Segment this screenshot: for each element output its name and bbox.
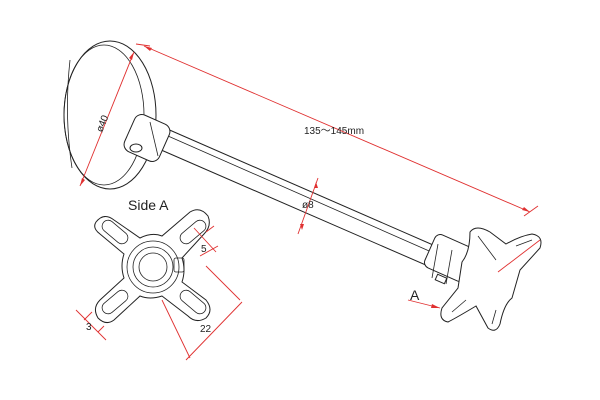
side-a-view <box>94 209 211 324</box>
length-range-label: 135～145mm <box>304 126 364 137</box>
dimension-lines <box>75 43 541 361</box>
extension-tube <box>151 127 441 267</box>
base-clamp <box>123 114 171 162</box>
tube-diameter-label: ø8 <box>302 200 314 211</box>
slot-thickness-label: 3 <box>86 322 92 333</box>
view-marker-label: A <box>410 287 420 303</box>
plate-width-label: 22 <box>200 324 212 335</box>
slot-width-label: 5 <box>201 244 207 255</box>
side-a-title: Side A <box>128 197 169 213</box>
mounting-plate <box>440 227 542 331</box>
